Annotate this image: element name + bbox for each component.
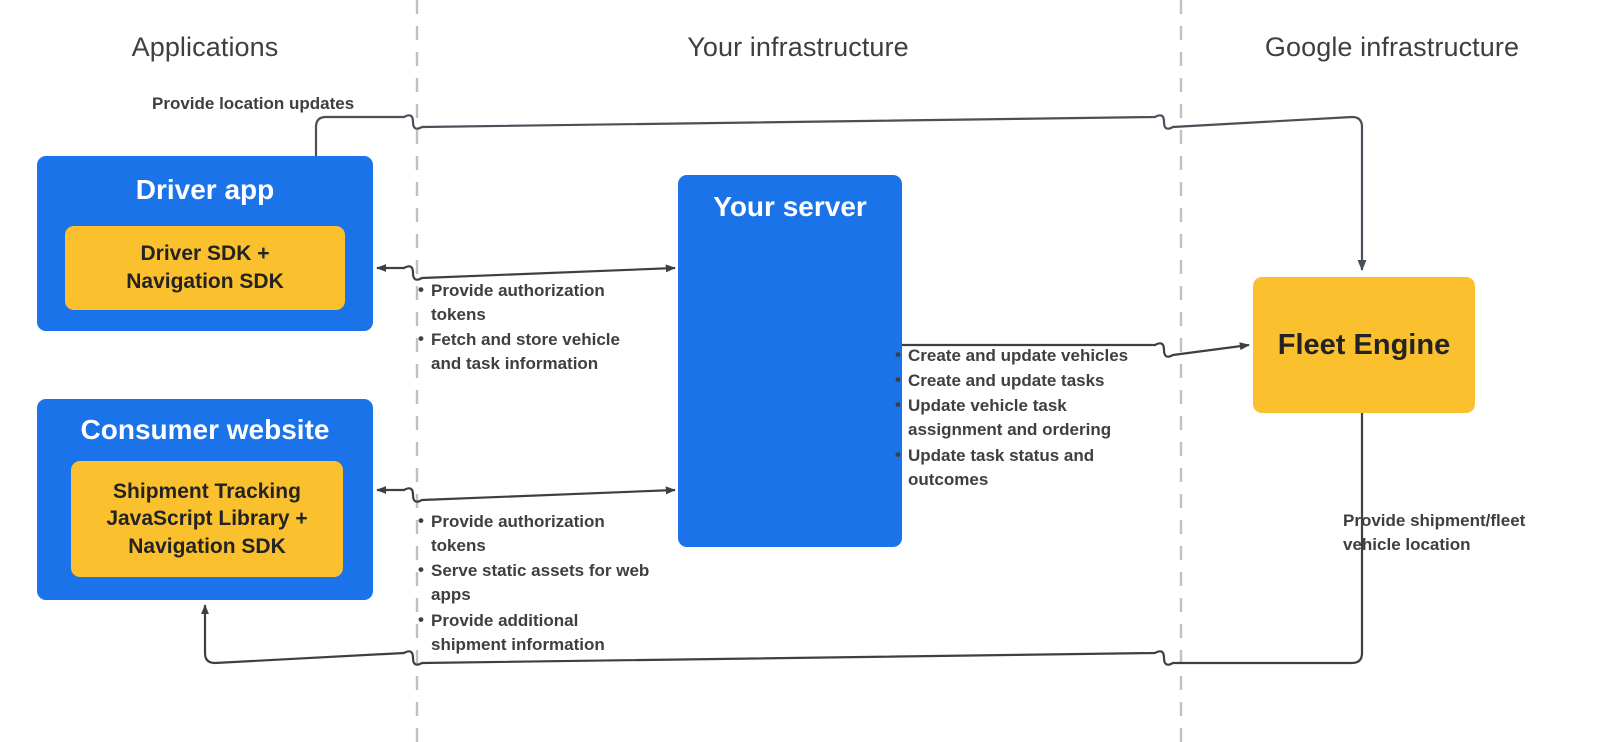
your-server-title: Your server [713, 191, 867, 222]
column-heading-applications: Applications [131, 32, 279, 62]
driver-app-title: Driver app [135, 174, 275, 205]
node-fleet-engine[interactable]: Fleet Engine [1253, 277, 1475, 413]
bullet-item: Update task status and outcomes [895, 442, 1151, 492]
fleet-engine-title: Fleet Engine [1277, 328, 1451, 361]
driver-sdk-navigation-sdk-module: Driver SDK +Navigation SDK [65, 226, 345, 310]
edge-bullets-consumer-website-your-server: Provide authorization tokensServe static… [418, 509, 650, 658]
edge-bullets-your-server-fleet-engine: Create and update vehiclesCreate and upd… [895, 343, 1151, 493]
connector-consumer-website-your-server [376, 486, 676, 503]
bullet-item: Provide authorization tokens [418, 509, 650, 558]
bullet-item: Update vehicle task assignment and order… [895, 393, 1151, 442]
bullet-item: Create and update vehicles [895, 343, 1151, 368]
bullet-item: Create and update tasks [895, 368, 1151, 393]
bullet-item: Provide authorization tokens [418, 278, 650, 327]
node-your-server[interactable]: Your server [678, 175, 902, 547]
edge-label-provide-shipment-fleet-vehicle-location: Provide shipment/fleet vehicle location [1343, 511, 1526, 555]
node-driver-app[interactable]: Driver app Driver SDK +Navigation SDK [37, 156, 373, 331]
edge-label-provide-location-updates: Provide location updates [152, 94, 355, 113]
edge-bullets-driver-app-your-server: Provide authorization tokensFetch and st… [418, 278, 650, 378]
column-heading-your-infrastructure: Your infrastructure [687, 32, 909, 62]
bullet-item: Fetch and store vehicle and task informa… [418, 327, 650, 376]
column-heading-google-infrastructure: Google infrastructure [1264, 32, 1520, 62]
bullet-item: Serve static assets for web apps [418, 558, 650, 607]
bullet-item: Provide additional shipment information [418, 607, 650, 657]
consumer-website-title: Consumer website [80, 414, 330, 445]
